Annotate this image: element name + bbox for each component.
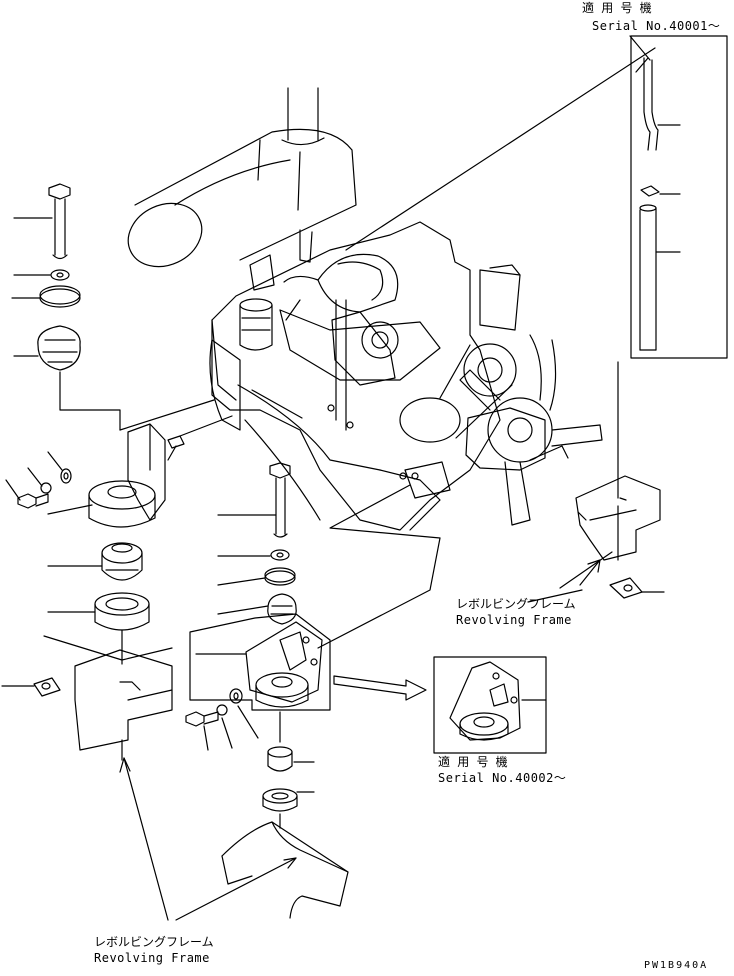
top-note-serial: Serial No.40001～	[592, 19, 720, 33]
detail-note-jp: 適 用 号 機	[438, 754, 508, 769]
detail-box	[433, 656, 547, 754]
bottom-frame-label-jp: レボルビングフレーム	[94, 935, 214, 949]
dipstick-group	[345, 35, 728, 359]
right-frame-label-en: Revolving Frame	[456, 613, 572, 627]
center-engine-mount	[185, 462, 441, 919]
bottom-frame-label-en: Revolving Frame	[94, 951, 210, 965]
label-leaders	[119, 35, 651, 921]
drawing-code: PW1B940A	[644, 960, 708, 971]
right-revolving-frame	[529, 361, 665, 599]
engine-assembly	[127, 87, 603, 531]
top-note-jp: 適 用 号 機	[582, 0, 652, 15]
right-frame-label-jp: レボルビングフレーム	[456, 597, 576, 611]
left-engine-mount	[1, 183, 303, 761]
text-layer: 適 用 号 機 Serial No.40001～ レボルビングフレーム Revo…	[94, 0, 720, 971]
detail-note-serial: Serial No.40002～	[438, 771, 566, 785]
